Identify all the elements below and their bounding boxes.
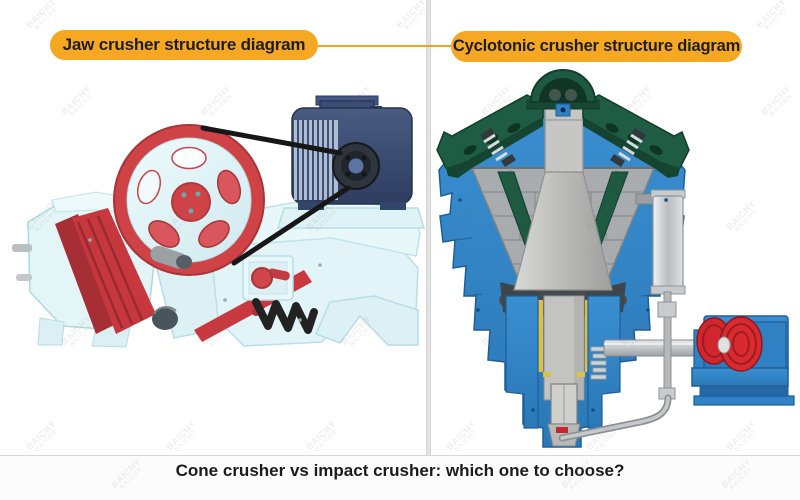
release-springs: [480, 128, 646, 167]
cone-crusher-panel: [431, 0, 800, 455]
jaw-crusher-illustration: [12, 95, 426, 348]
connector-line: [310, 45, 458, 47]
motor: [276, 95, 426, 229]
label-cyclotonic-crusher: Cyclotonic crusher structure diagram: [451, 31, 742, 62]
cone-crusher-illustration: [436, 69, 795, 448]
panel-divider: [426, 0, 431, 455]
drive-unit: [691, 315, 795, 406]
footer: Cone crusher vs impact crusher: which on…: [0, 455, 800, 500]
footer-caption: Cone crusher vs impact crusher: which on…: [175, 461, 625, 480]
jaw-crusher-panel: [0, 0, 426, 455]
label-jaw-crusher: Jaw crusher structure diagram: [50, 30, 318, 60]
label-cyclotonic-crusher-text: Cyclotonic crusher structure diagram: [452, 37, 741, 55]
v-belt: [200, 125, 351, 266]
hydraulic-cylinder: [558, 189, 686, 442]
flywheel: [113, 124, 265, 276]
label-jaw-crusher-text: Jaw crusher structure diagram: [62, 35, 306, 54]
